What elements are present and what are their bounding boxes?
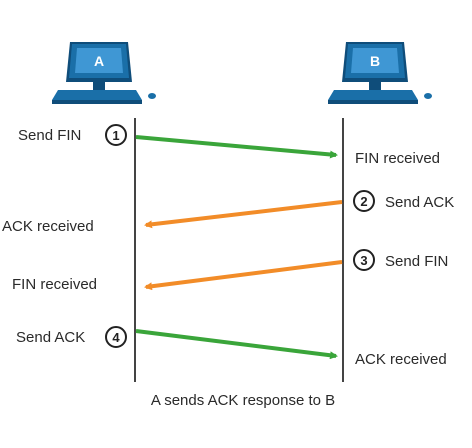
step-4: Send ACK 4 ACK received	[16, 326, 447, 368]
host-a-label: A	[94, 53, 104, 69]
step-4-receiver-label: ACK received	[355, 351, 447, 368]
step-4-arrow	[135, 329, 338, 360]
step-4-sender-label: Send ACK	[16, 329, 85, 346]
step-4-number-badge	[105, 326, 127, 348]
step-2-receiver-label: ACK received	[2, 218, 94, 235]
host-a-computer-icon: A	[52, 42, 156, 104]
host-b-label: B	[370, 53, 380, 69]
step-1-sender-label: Send FIN	[18, 127, 81, 144]
step-2: 2 Send ACK ACK received	[2, 190, 454, 235]
step-4-number: 4	[112, 330, 120, 345]
step-3-sender-label: Send FIN	[385, 253, 448, 270]
step-2-number: 2	[360, 194, 367, 209]
step-1-number: 1	[112, 128, 119, 143]
step-3-number-badge	[353, 249, 375, 271]
diagram-caption: A sends ACK response to B	[151, 392, 335, 409]
step-3-receiver-label: FIN received	[12, 276, 97, 293]
step-2-number-badge	[353, 190, 375, 212]
step-3-number: 3	[360, 253, 367, 268]
step-1-receiver-label: FIN received	[355, 150, 440, 167]
step-2-arrow	[144, 200, 343, 229]
step-2-sender-label: Send ACK	[385, 194, 454, 211]
step-1: Send FIN 1 FIN received	[18, 124, 440, 167]
step-3-arrow	[144, 260, 343, 291]
host-b-computer-icon: B	[328, 42, 432, 104]
step-1-number-badge	[105, 124, 127, 146]
step-3: 3 Send FIN FIN received	[12, 249, 448, 293]
step-1-arrow	[135, 135, 338, 159]
